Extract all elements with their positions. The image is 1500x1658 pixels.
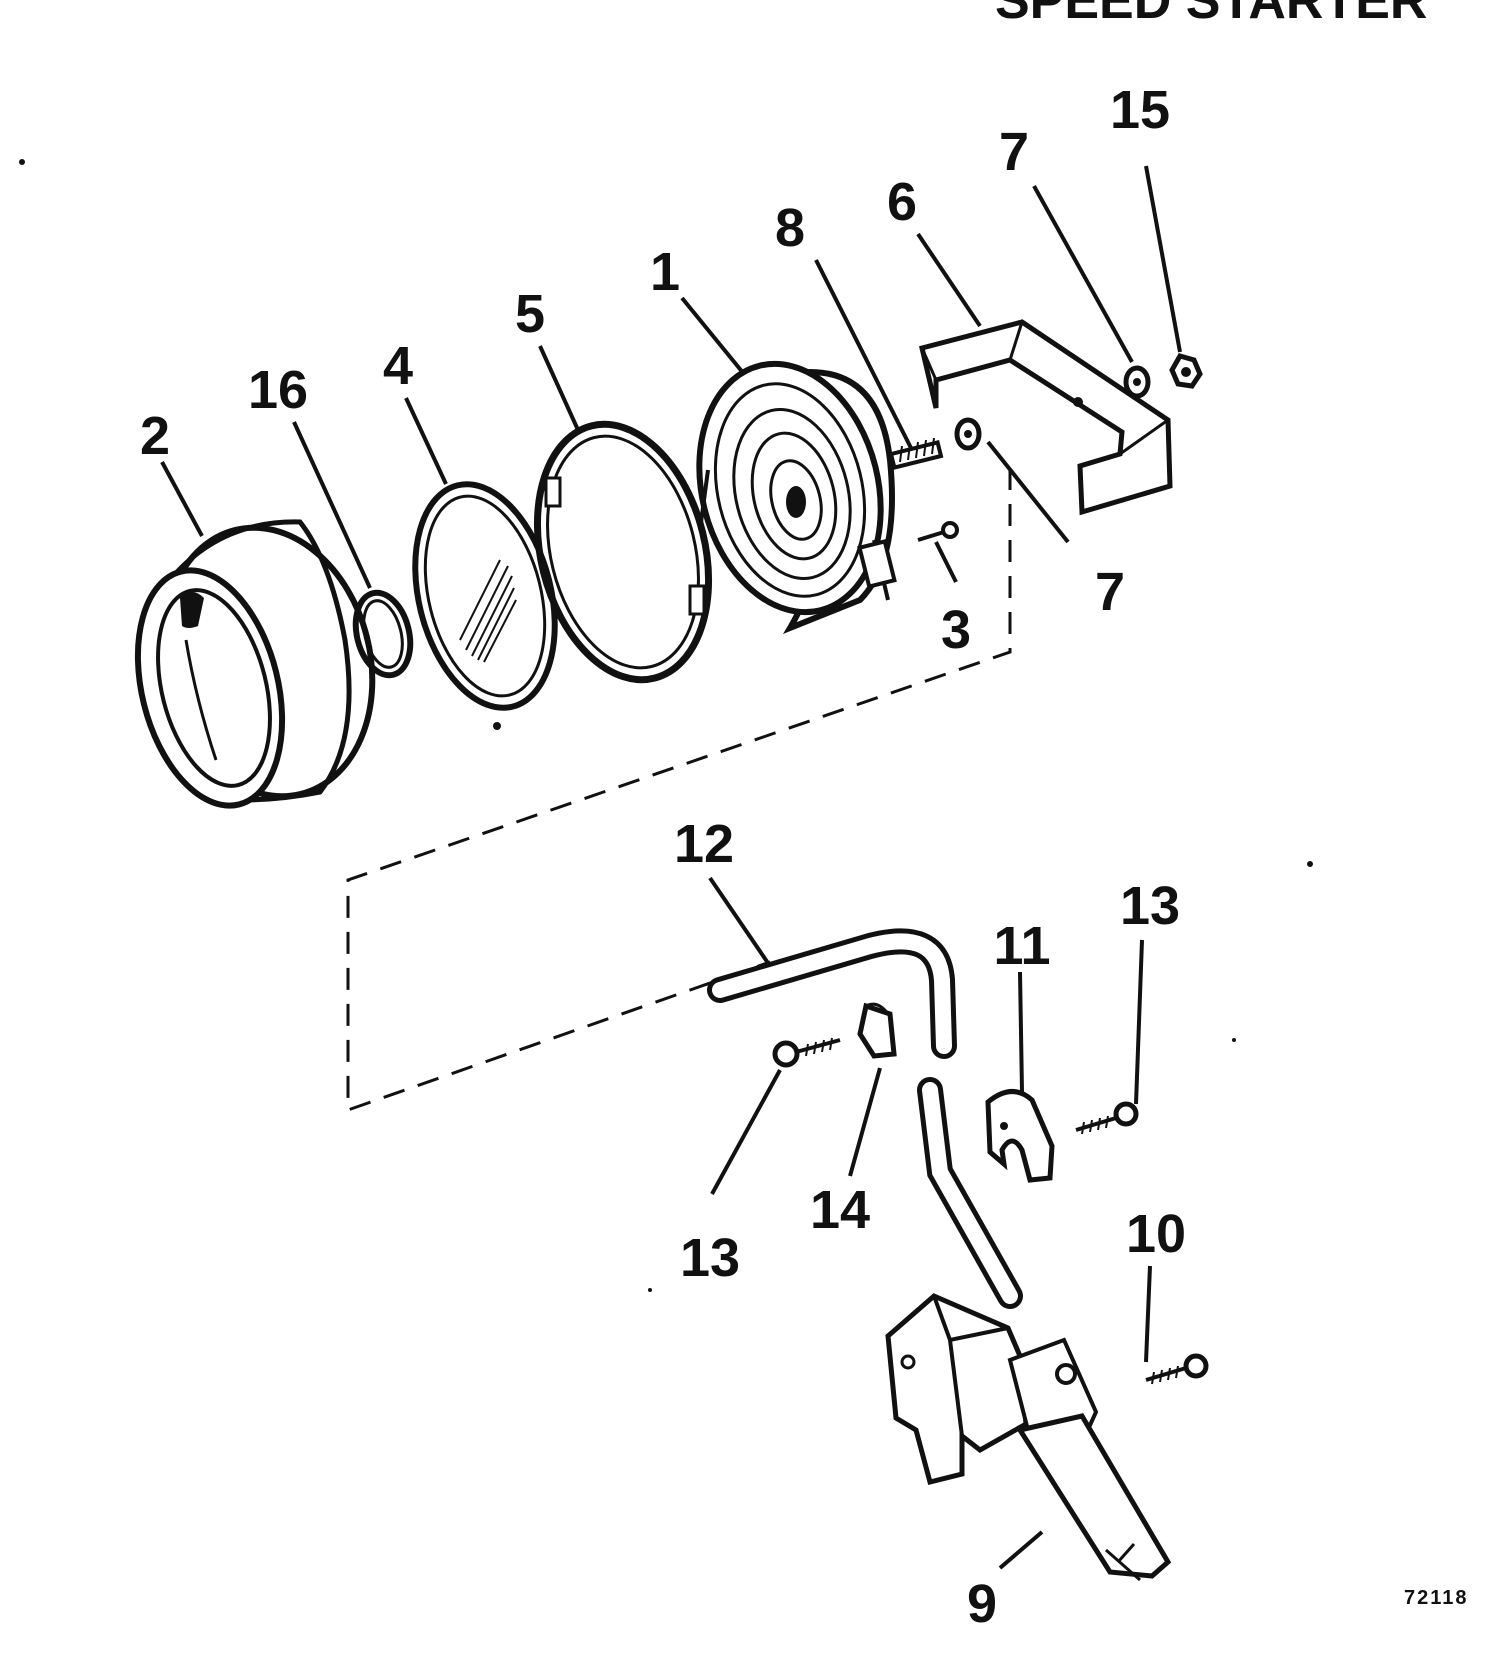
part-6-bracket — [919, 319, 1173, 516]
part-1-starter-housing — [696, 360, 897, 635]
callout-13-left: 13 — [680, 1228, 740, 1288]
callout-2: 2 — [140, 406, 170, 466]
callout-3: 3 — [941, 600, 971, 660]
part-10-screw — [1145, 1353, 1209, 1385]
part-11-retainer-plate — [985, 1089, 1055, 1183]
scan-specks — [19, 159, 1313, 1292]
callout-7-upper: 7 — [999, 122, 1029, 182]
part-7-washer-lower — [954, 417, 982, 451]
part-2-bezel — [134, 519, 376, 809]
callout-16: 16 — [248, 360, 308, 420]
leader-lines — [160, 165, 1182, 1570]
callout-8: 8 — [775, 198, 805, 258]
part-5-retaining-ring — [533, 420, 713, 684]
part-13-screw-left — [772, 1037, 841, 1068]
part-13-screw-right — [1075, 1101, 1139, 1135]
callout-6: 6 — [887, 172, 917, 232]
part-15-nut — [1169, 353, 1203, 389]
part-12-tube — [707, 928, 1023, 1309]
callout-13-right: 13 — [1120, 876, 1180, 936]
part-8-bolt — [888, 437, 944, 471]
callout-9: 9 — [967, 1574, 997, 1634]
callout-4: 4 — [383, 336, 413, 396]
callout-10: 10 — [1126, 1204, 1186, 1264]
part-9-switch-assembly — [885, 1293, 1172, 1582]
callout-1: 1 — [650, 242, 680, 302]
diagram-title: SPEED STARTER — [995, 0, 1427, 30]
figure-number: 72118 — [1404, 1587, 1469, 1609]
callout-11: 11 — [993, 916, 1050, 976]
callout-labels: 1 2 3 4 5 6 7 7 8 9 10 11 12 13 13 14 15… — [140, 80, 1186, 1634]
callout-14: 14 — [810, 1180, 870, 1240]
callout-5: 5 — [515, 284, 545, 344]
callout-12: 12 — [674, 814, 734, 874]
part-16-o-ring — [352, 589, 414, 679]
callout-7-lower: 7 — [1095, 562, 1125, 622]
part-7-washer-upper — [1123, 365, 1151, 399]
callout-15: 15 — [1110, 80, 1170, 140]
part-14-clip — [857, 1002, 897, 1059]
part-3-screw — [917, 521, 959, 542]
